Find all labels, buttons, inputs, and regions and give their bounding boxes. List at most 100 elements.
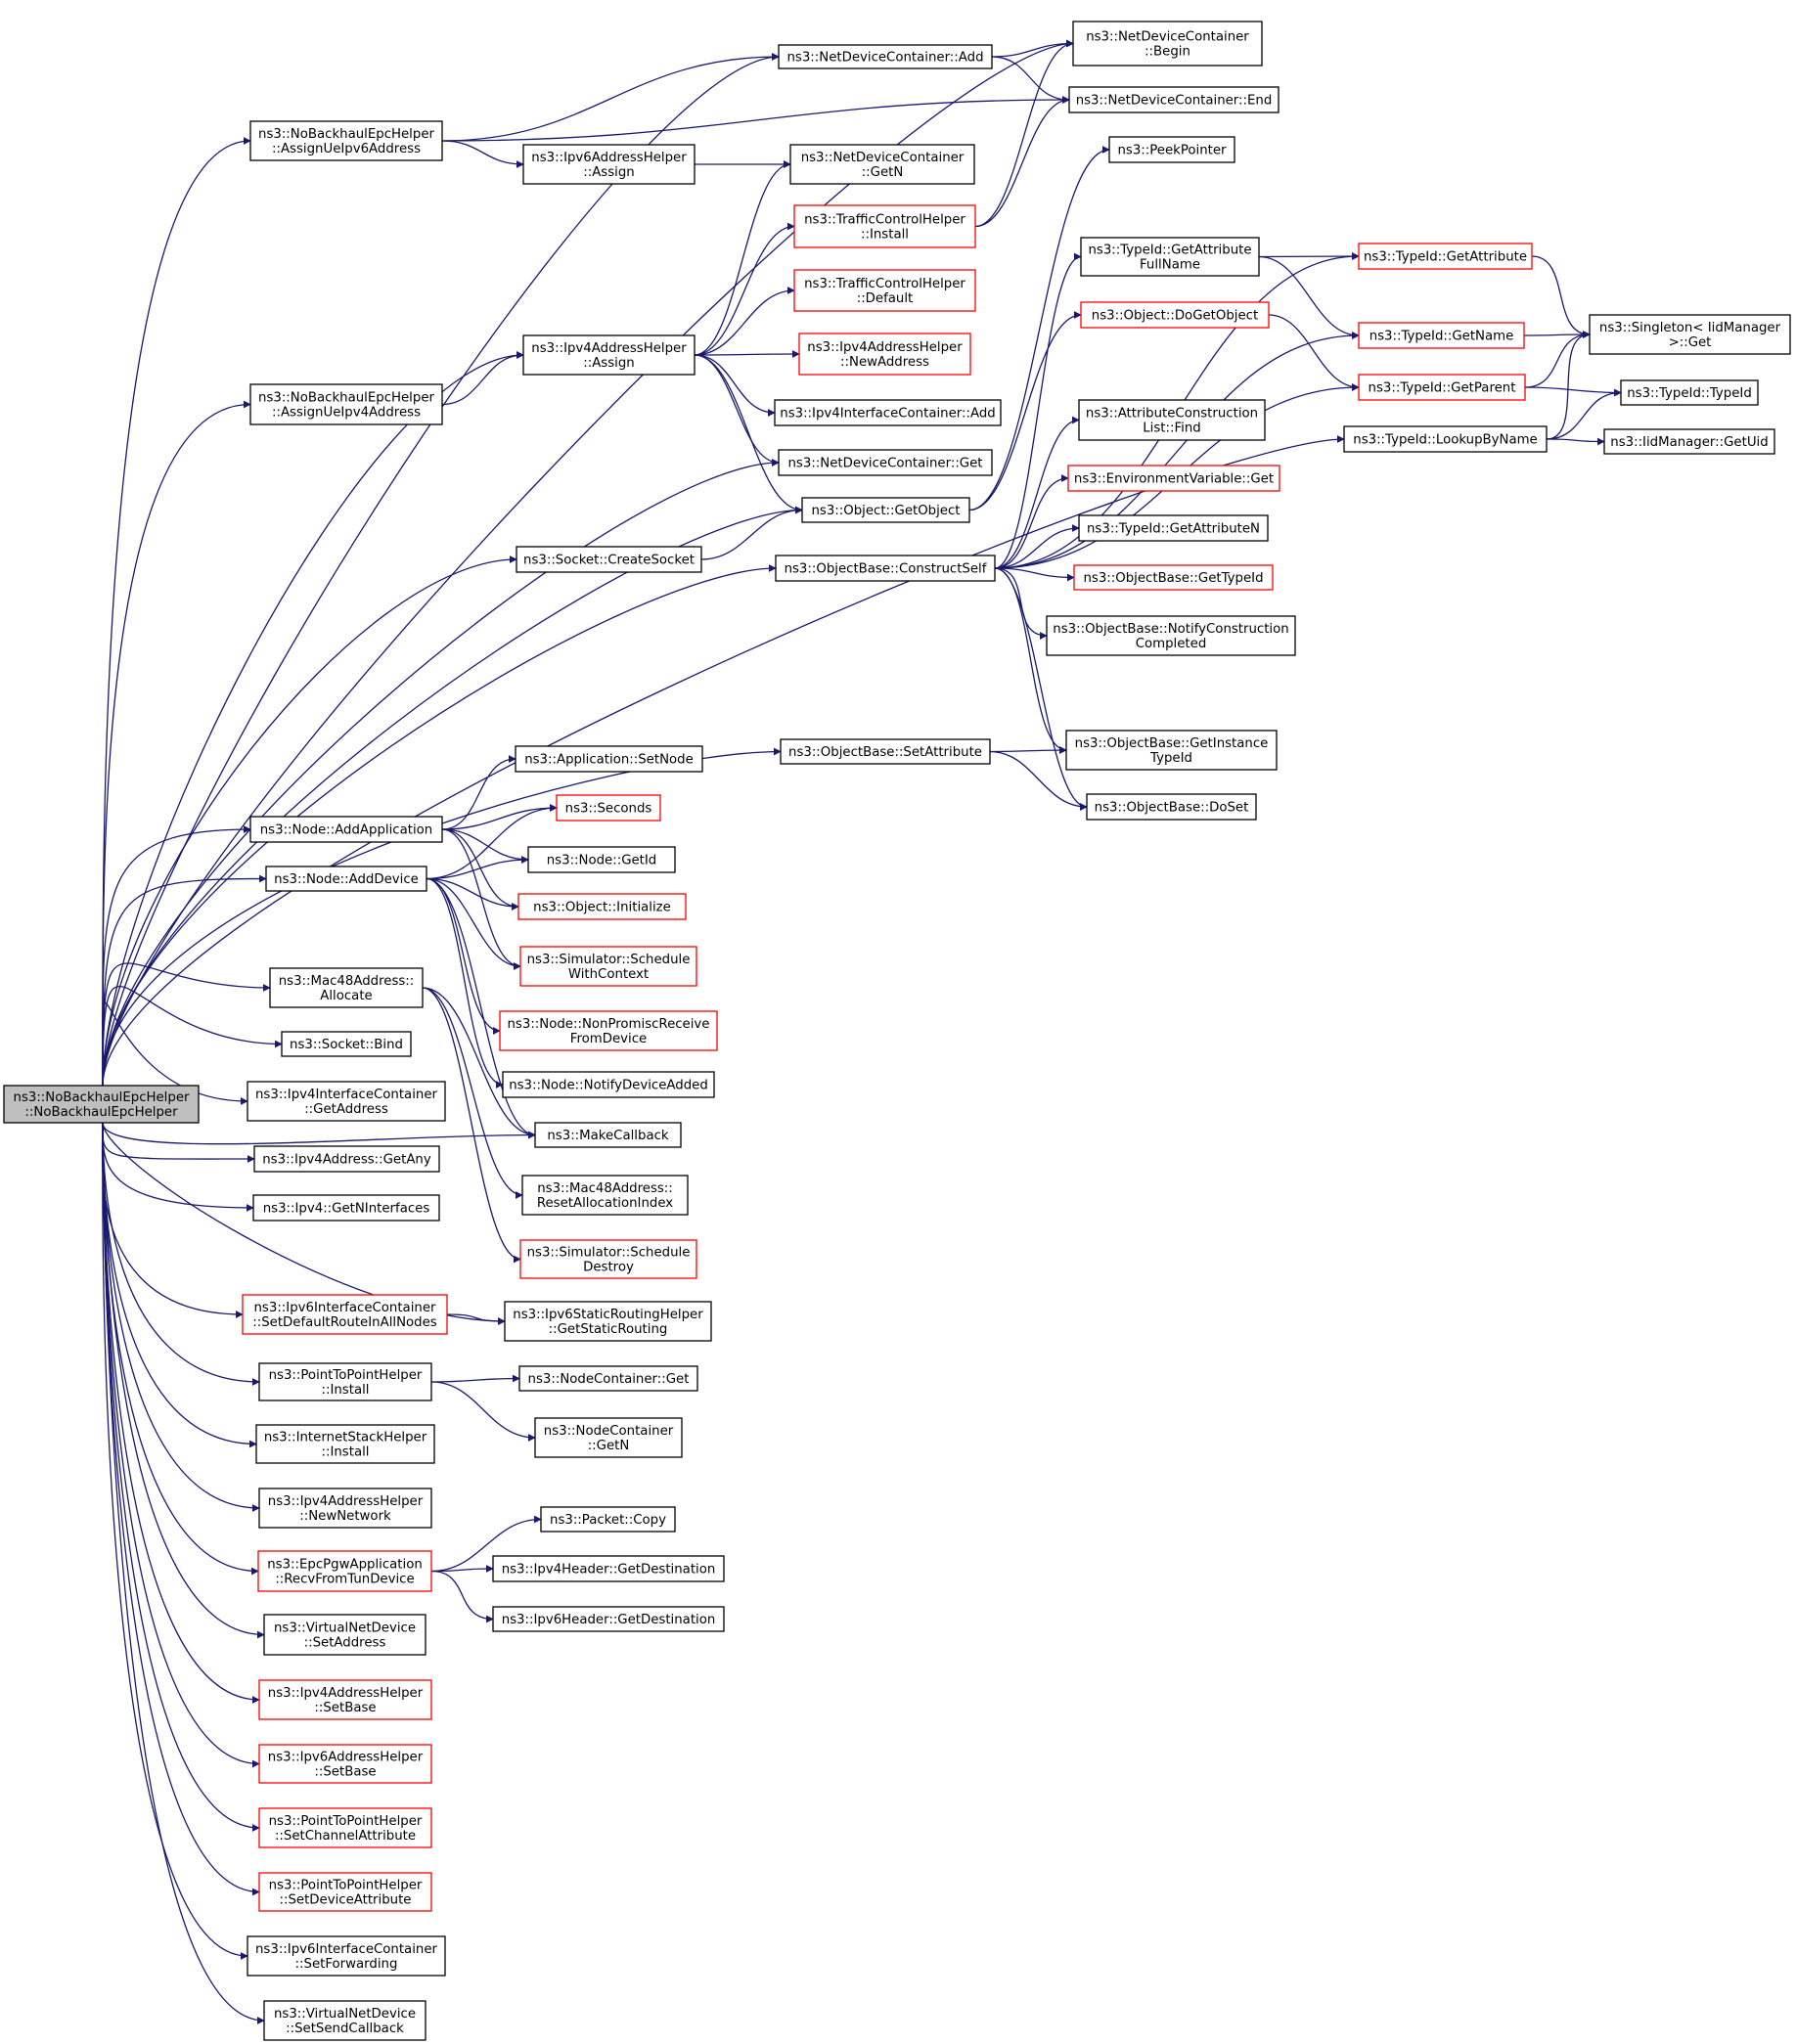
node-box[interactable] xyxy=(249,816,443,843)
node-box[interactable] xyxy=(281,1031,412,1057)
node-ipv6ic-setfwd[interactable]: ns3::Ipv6InterfaceContainer::SetForwardi… xyxy=(247,1935,446,1977)
node-ipv4ic-add[interactable]: ns3::Ipv4InterfaceContainer::Add xyxy=(774,399,1002,426)
node-box[interactable] xyxy=(499,1010,718,1051)
node-box[interactable] xyxy=(269,967,424,1008)
node-box[interactable] xyxy=(540,1506,676,1533)
node-box[interactable] xyxy=(492,1555,725,1582)
node-assign-ipv4[interactable]: ns3::NoBackhaulEpcHelper::AssignUeIpv4Ad… xyxy=(249,383,443,425)
node-ob-doset[interactable]: ns3::ObjectBase::DoSet xyxy=(1086,793,1257,821)
node-singleton-get[interactable]: ns3::Singleton< IidManager>::Get xyxy=(1589,314,1791,355)
node-box[interactable] xyxy=(1086,793,1257,821)
node-obj-getobject[interactable]: ns3::Object::GetObject xyxy=(801,497,970,523)
node-box[interactable] xyxy=(556,794,661,822)
node-box[interactable] xyxy=(515,745,703,773)
node-ipv4-getnif[interactable]: ns3::Ipv4::GetNInterfaces xyxy=(252,1194,440,1222)
node-env-get[interactable]: ns3::EnvironmentVariable::Get xyxy=(1067,465,1280,492)
node-box[interactable] xyxy=(3,1085,200,1124)
node-box[interactable] xyxy=(778,44,993,69)
node-p2p-install[interactable]: ns3::PointToPointHelper::Install xyxy=(258,1362,432,1401)
node-ipv4addr-getany[interactable]: ns3::Ipv4Address::GetAny xyxy=(253,1145,440,1173)
node-tch-install[interactable]: ns3::TrafficControlHelper::Install xyxy=(793,204,976,248)
node-box[interactable] xyxy=(534,1122,682,1148)
node-box[interactable] xyxy=(258,1872,432,1912)
node-box[interactable] xyxy=(1067,465,1280,492)
node-box[interactable] xyxy=(798,333,971,376)
node-box[interactable] xyxy=(1046,615,1296,656)
node-iid-getuid[interactable]: ns3::IidManager::GetUid xyxy=(1603,428,1775,455)
node-box[interactable] xyxy=(517,893,687,920)
node-nc-get[interactable]: ns3::NodeContainer::Get xyxy=(518,1365,698,1392)
node-node-addapp[interactable]: ns3::Node::AddApplication xyxy=(249,816,443,843)
node-mac-reset[interactable]: ns3::Mac48Address::ResetAllocationIndex xyxy=(521,1175,689,1216)
node-ndc-begin[interactable]: ns3::NetDeviceContainer::Begin xyxy=(1072,21,1263,67)
node-box[interactable] xyxy=(1078,514,1269,542)
node-box[interactable] xyxy=(1073,564,1274,591)
node-box[interactable] xyxy=(522,334,696,376)
node-box[interactable] xyxy=(492,1606,725,1632)
node-tid-getattr[interactable]: ns3::TypeId::GetAttribute xyxy=(1358,243,1533,270)
node-ndc-end[interactable]: ns3::NetDeviceContainer::End xyxy=(1068,86,1280,113)
node-box[interactable] xyxy=(249,120,443,161)
node-box[interactable] xyxy=(1343,425,1548,453)
node-tid-getattrn[interactable]: ns3::TypeId::GetAttributeN xyxy=(1078,514,1269,542)
node-tid-lookup[interactable]: ns3::TypeId::LookupByName xyxy=(1343,425,1548,453)
node-sock-bind[interactable]: ns3::Socket::Bind xyxy=(281,1031,412,1057)
node-ipv6ic-setdef[interactable]: ns3::Ipv6InterfaceContainer::SetDefaultR… xyxy=(242,1294,448,1335)
node-tid-getname[interactable]: ns3::TypeId::GetName xyxy=(1358,322,1525,349)
node-p2p-setchan[interactable]: ns3::PointToPointHelper::SetChannelAttri… xyxy=(258,1807,432,1848)
node-box[interactable] xyxy=(1065,730,1278,771)
node-ipv4hdr-getdest[interactable]: ns3::Ipv4Header::GetDestination xyxy=(492,1555,725,1582)
node-box[interactable] xyxy=(1080,237,1260,277)
node-box[interactable] xyxy=(263,1614,427,1656)
node-app-setnode[interactable]: ns3::Application::SetNode xyxy=(515,745,703,773)
node-box[interactable] xyxy=(252,1194,440,1222)
node-nc-getn[interactable]: ns3::NodeContainer::GetN xyxy=(534,1417,683,1458)
node-ipv4ah-newaddr[interactable]: ns3::Ipv4AddressHelper::NewAddress xyxy=(798,333,971,376)
node-box[interactable] xyxy=(780,738,991,765)
node-tid-typeid[interactable]: ns3::TypeId::TypeId xyxy=(1620,379,1759,406)
node-inet-install[interactable]: ns3::InternetStackHelper::Install xyxy=(255,1424,435,1464)
node-box[interactable] xyxy=(1108,136,1235,163)
node-ipv4ah-newnet[interactable]: ns3::Ipv4AddressHelper::NewNetwork xyxy=(258,1488,432,1529)
node-ipv6hdr-getdest[interactable]: ns3::Ipv6Header::GetDestination xyxy=(492,1606,725,1632)
node-ndc-getn[interactable]: ns3::NetDeviceContainer::GetN xyxy=(789,144,975,185)
node-box[interactable] xyxy=(522,144,696,185)
node-box[interactable] xyxy=(518,1365,698,1392)
node-box[interactable] xyxy=(258,1807,432,1848)
node-box[interactable] xyxy=(504,1301,712,1342)
node-node-notifydev[interactable]: ns3::Node::NotifyDeviceAdded xyxy=(502,1071,715,1098)
node-tid-getparent[interactable]: ns3::TypeId::GetParent xyxy=(1358,374,1526,401)
node-box[interactable] xyxy=(253,1145,440,1173)
node-ob-notify[interactable]: ns3::ObjectBase::NotifyConstructionCompl… xyxy=(1046,615,1296,656)
node-ndc-get[interactable]: ns3::NetDeviceContainer::Get xyxy=(778,449,993,476)
node-obj-dogetobject[interactable]: ns3::Object::DoGetObject xyxy=(1080,301,1270,329)
node-ndc-add[interactable]: ns3::NetDeviceContainer::Add xyxy=(778,44,993,69)
node-obj-init[interactable]: ns3::Object::Initialize xyxy=(517,893,687,920)
node-p2p-setdev[interactable]: ns3::PointToPointHelper::SetDeviceAttrib… xyxy=(258,1872,432,1912)
node-vnd-setaddr[interactable]: ns3::VirtualNetDevice::SetAddress xyxy=(263,1614,427,1656)
node-box[interactable] xyxy=(1589,314,1791,355)
node-box[interactable] xyxy=(247,1081,446,1122)
node-box[interactable] xyxy=(534,1417,683,1458)
node-vnd-setsendcb[interactable]: ns3::VirtualNetDevice::SetSendCallback xyxy=(263,2000,427,2041)
node-sock-create[interactable]: ns3::Socket::CreateSocket xyxy=(516,546,702,573)
node-ipv4ah-setbase[interactable]: ns3::Ipv4AddressHelper::SetBase xyxy=(258,1679,432,1720)
node-box[interactable] xyxy=(1358,322,1525,349)
node-seconds[interactable]: ns3::Seconds xyxy=(556,794,661,822)
node-ipv6ah-setbase[interactable]: ns3::Ipv6AddressHelper::SetBase xyxy=(258,1744,432,1784)
node-makecb[interactable]: ns3::MakeCallback xyxy=(534,1122,682,1148)
node-box[interactable] xyxy=(1358,374,1526,401)
node-box[interactable] xyxy=(1072,21,1263,67)
node-box[interactable] xyxy=(793,269,976,312)
node-box[interactable] xyxy=(1078,399,1266,441)
node-pkt-copy[interactable]: ns3::Packet::Copy xyxy=(540,1506,676,1533)
node-box[interactable] xyxy=(521,1175,689,1216)
node-box[interactable] xyxy=(775,555,996,582)
node-box[interactable] xyxy=(263,2000,427,2041)
